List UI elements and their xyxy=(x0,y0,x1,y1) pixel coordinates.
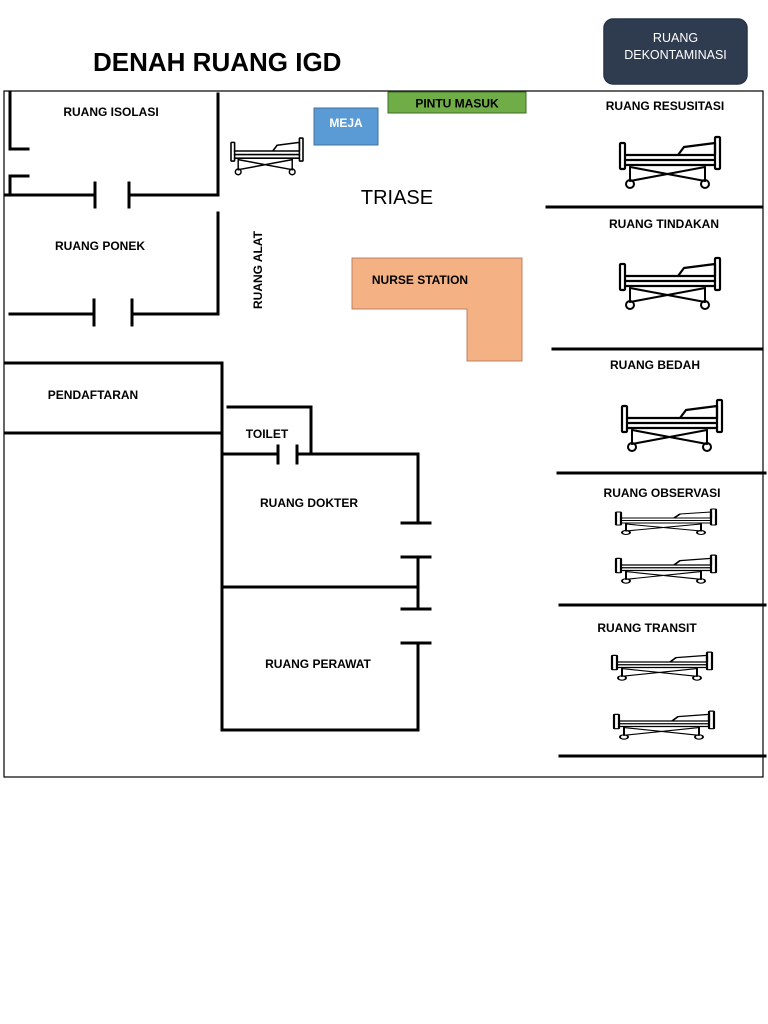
room-label-nurse: RUANG PERAWAT xyxy=(265,657,371,671)
room-label-isolation: RUANG ISOLASI xyxy=(63,105,158,119)
room-label-ponek: RUANG PONEK xyxy=(55,239,145,253)
room-label-toilet: TOILET xyxy=(246,427,289,441)
triage-label: TRIASE xyxy=(361,187,433,209)
nurse-station: NURSE STATION xyxy=(351,257,523,362)
entrance[interactable]: PINTU MASUK xyxy=(387,91,527,114)
page-title: DENAH RUANG IGD xyxy=(93,47,341,77)
room-label-transit: RUANG TRANSIT xyxy=(597,621,697,635)
desk-label: MEJA xyxy=(329,116,363,130)
right-walls xyxy=(545,205,767,758)
nurse-station-label: NURSE STATION xyxy=(372,273,468,287)
hospital-bed-icon xyxy=(618,135,722,190)
decon-label-line1: RUANG xyxy=(653,31,698,45)
room-label-registration: PENDAFTARAN xyxy=(48,388,138,402)
decon-label-line2: DEKONTAMINASI xyxy=(624,48,727,62)
left-walls xyxy=(3,90,432,732)
hospital-bed-icon xyxy=(618,256,722,311)
hospital-bed-icon xyxy=(230,137,304,176)
room-label-surgery: RUANG BEDAH xyxy=(610,358,700,372)
decontamination-room-button[interactable]: RUANG DEKONTAMINASI xyxy=(603,18,748,85)
equipment-room-label: RUANG ALAT xyxy=(251,230,265,309)
plan-border xyxy=(3,90,764,778)
hospital-bed-icon xyxy=(612,709,716,741)
hospital-bed-icon xyxy=(614,507,718,536)
room-label-resuscitation: RUANG RESUSITASI xyxy=(606,99,724,113)
hospital-bed-icon xyxy=(614,553,718,585)
hospital-bed-icon xyxy=(620,398,724,453)
entrance-label: PINTU MASUK xyxy=(415,97,499,111)
room-label-treatment: RUANG TINDAKAN xyxy=(609,217,719,231)
room-label-doctor: RUANG DOKTER xyxy=(260,496,358,510)
hospital-bed-icon xyxy=(610,650,714,682)
room-label-observation: RUANG OBSERVASI xyxy=(604,486,721,500)
desk: MEJA xyxy=(313,107,379,146)
